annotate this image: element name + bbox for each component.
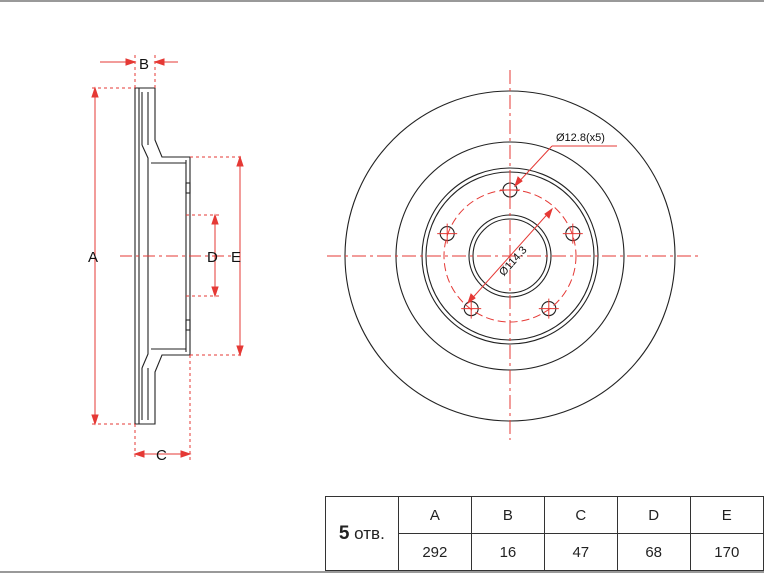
table-header-E: E bbox=[689, 496, 764, 534]
dim-label-B: B bbox=[139, 56, 149, 73]
dim-label-A: A bbox=[88, 249, 98, 266]
table-header-D: D bbox=[616, 496, 691, 534]
table-value-A: 292 bbox=[397, 533, 473, 571]
table-value-B: 16 bbox=[471, 533, 545, 571]
dim-label-D: D bbox=[207, 249, 218, 266]
pcd-label: Ø114.3 bbox=[497, 244, 530, 278]
hole-callout-label: Ø12.8(x5) bbox=[556, 132, 605, 144]
spec-table: 5 отв. A B C D E 292 16 47 68 170 bbox=[325, 496, 764, 571]
dim-label-C: C bbox=[156, 447, 167, 464]
holes-suffix: отв. bbox=[354, 523, 385, 543]
table-header-C: C bbox=[543, 496, 618, 534]
front-centerlines bbox=[327, 70, 700, 440]
table-value-C: 47 bbox=[543, 533, 618, 571]
table-header-B: B bbox=[471, 496, 545, 534]
table-value-E: 170 bbox=[689, 533, 764, 571]
side-dimensions bbox=[91, 55, 244, 460]
table-value-D: 68 bbox=[616, 533, 691, 571]
pcd-circle bbox=[443, 189, 577, 323]
dim-label-E: E bbox=[231, 249, 241, 266]
holes-count-cell: 5 отв. bbox=[325, 496, 399, 571]
table-header-A: A bbox=[397, 496, 473, 534]
holes-count: 5 bbox=[338, 522, 350, 544]
